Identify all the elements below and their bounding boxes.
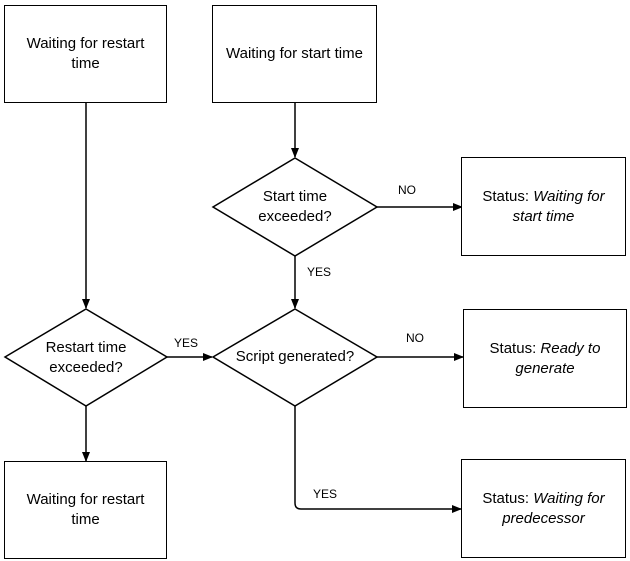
decision-restart-exceeded-text: Restart time exceeded?	[45, 339, 127, 376]
status-value: Waiting for start time	[512, 187, 605, 225]
label-restart-yes: YES	[174, 336, 199, 350]
label-start-no: NO	[398, 183, 416, 197]
box-status-ready: Status: Ready to generate	[463, 309, 627, 408]
label-start-yes: YES	[307, 265, 332, 279]
box-waiting-start: Waiting for start time	[212, 5, 377, 103]
decision-start-exceeded-text: Start time exceeded?	[258, 188, 332, 225]
box-waiting-restart-bottom: Waiting for restart time	[4, 461, 167, 559]
box-waiting-restart-top: Waiting for restart time	[4, 5, 167, 103]
box-waiting-restart-bottom-text: Waiting for restart time	[26, 491, 145, 528]
status-value: Waiting for predecessor	[502, 489, 605, 527]
box-waiting-restart-top-text: Waiting for restart time	[26, 35, 145, 72]
label-script-no: NO	[406, 331, 424, 345]
decision-script-generated-text: Script generated?	[235, 348, 355, 365]
status-value: Ready to generate	[515, 339, 601, 377]
label-script-yes: YES	[313, 487, 338, 501]
box-status-predecessor: Status: Waiting for predecessor	[461, 459, 626, 558]
status-prefix: Status:	[489, 339, 541, 357]
box-waiting-start-text: Waiting for start time	[226, 45, 363, 62]
status-prefix: Status:	[482, 489, 534, 507]
box-status-waiting-start: Status: Waiting for start time	[461, 157, 626, 256]
status-prefix: Status:	[482, 187, 534, 205]
arrow-script-yes	[294, 406, 462, 513]
